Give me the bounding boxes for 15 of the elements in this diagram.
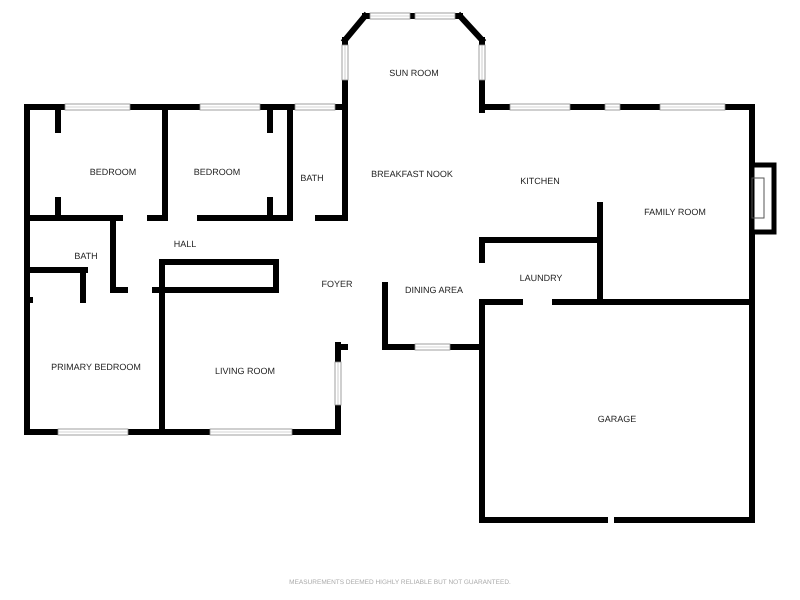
room-label: FAMILY ROOM <box>644 207 706 217</box>
room-label: BEDROOM <box>194 167 240 177</box>
room-label: DINING AREA <box>405 285 463 295</box>
room-label: HALL <box>174 239 196 249</box>
room-label: BREAKFAST NOOK <box>371 169 453 179</box>
room-label: GARAGE <box>598 414 636 424</box>
room-label: BEDROOM <box>90 167 136 177</box>
room-label: PRIMARY BEDROOM <box>51 362 141 372</box>
room-label: LIVING ROOM <box>215 366 275 376</box>
room-label: BATH <box>74 251 98 261</box>
room-label: KITCHEN <box>520 176 560 186</box>
room-label: BATH <box>300 173 324 183</box>
room-label: LAUNDRY <box>520 273 562 283</box>
room-label: SUN ROOM <box>389 68 439 78</box>
room-label: FOYER <box>322 279 352 289</box>
